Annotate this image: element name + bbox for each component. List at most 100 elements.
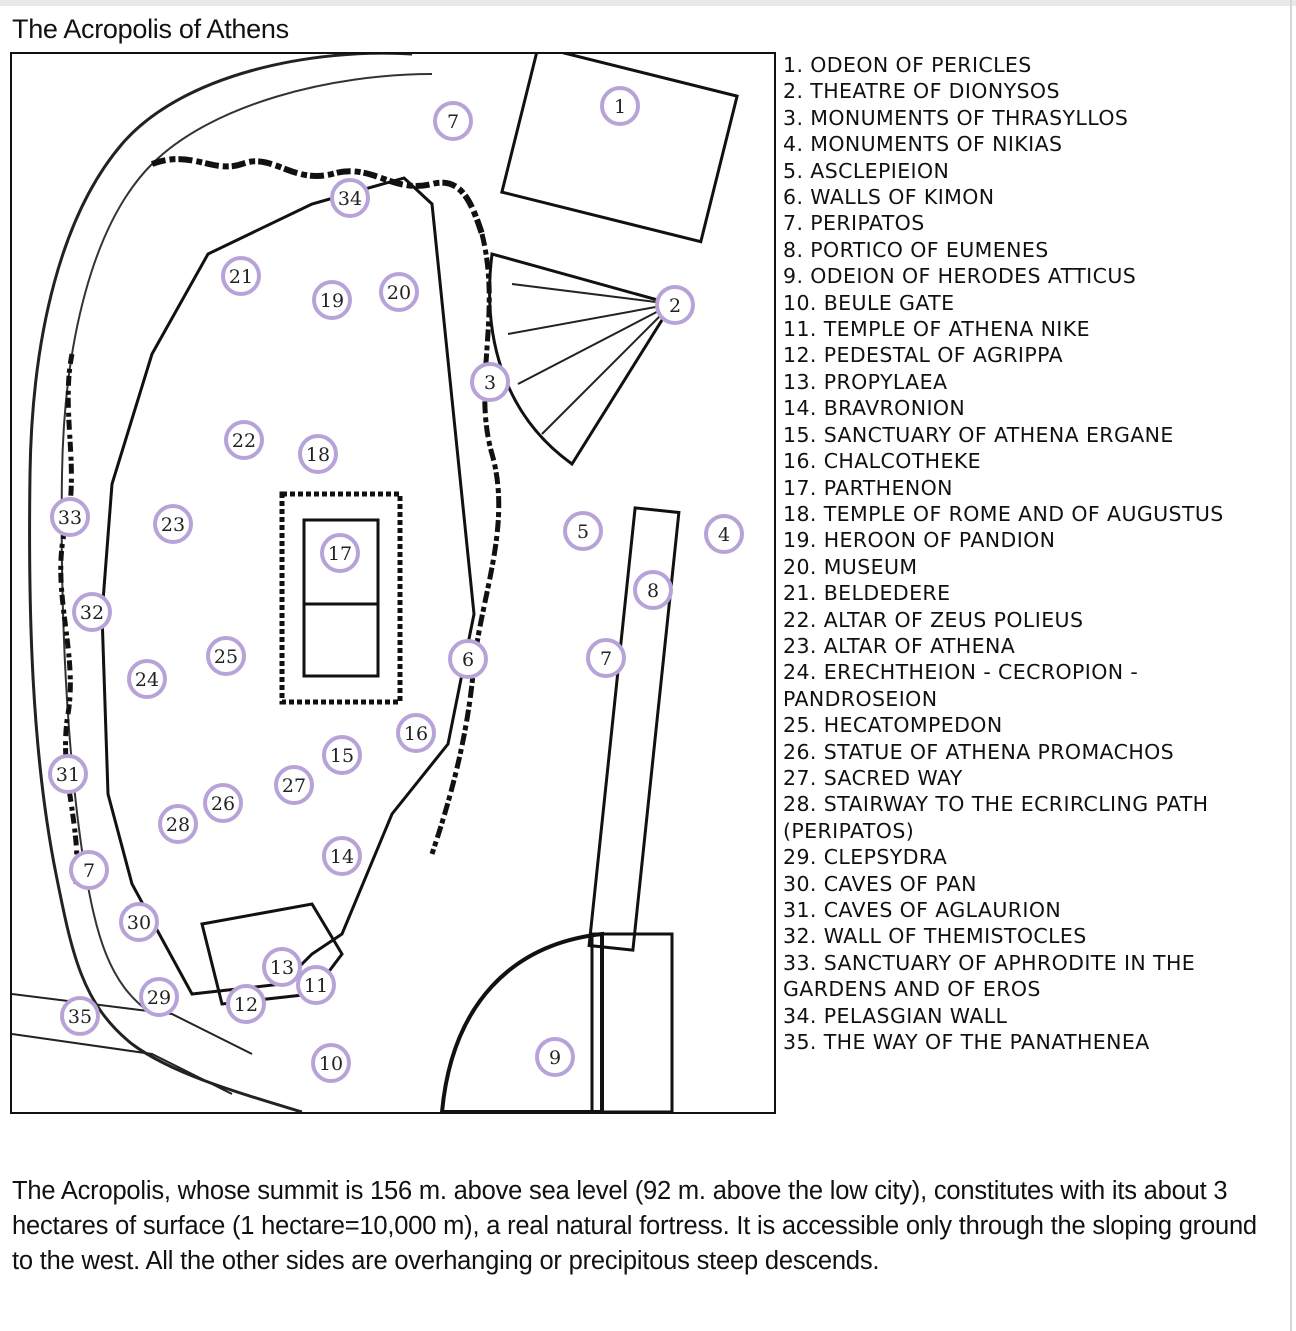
- map-marker-6[interactable]: 6: [448, 639, 488, 679]
- legend-item-8: 8. PORTICO OF EUMENES: [783, 237, 1049, 262]
- map-marker-label: 28: [166, 814, 190, 836]
- map-marker-19[interactable]: 19: [312, 280, 352, 320]
- map-marker-5[interactable]: 5: [563, 511, 603, 551]
- legend-item-25: 25. HECATOMPEDON: [783, 713, 1003, 738]
- map-marker-12[interactable]: 12: [226, 984, 266, 1024]
- acropolis-description: The Acropolis, whose summit is 156 m. ab…: [12, 1177, 1257, 1275]
- map-marker-label: 3: [484, 372, 496, 394]
- map-marker-28[interactable]: 28: [158, 804, 198, 844]
- portico-of-eumenes-colonnade: [587, 506, 681, 952]
- map-marker-23[interactable]: 23: [153, 504, 193, 544]
- map-marker-35[interactable]: 35: [60, 996, 100, 1036]
- map-marker-label: 26: [211, 793, 235, 815]
- map-marker-label: 24: [135, 669, 159, 691]
- legend-item-19: 19. HEROON OF PANDION: [783, 528, 1056, 553]
- map-marker-34[interactable]: 34: [330, 178, 370, 218]
- legend-item-11: 11. TEMPLE OF ATHENA NIKE: [783, 317, 1090, 342]
- map-marker-32[interactable]: 32: [72, 592, 112, 632]
- map-marker-22[interactable]: 22: [224, 420, 264, 460]
- legend-item-1: 1. ODEON OF PERICLES: [783, 53, 1032, 77]
- map-marker-label: 27: [282, 775, 306, 797]
- acropolis-plateau-wall: [100, 176, 476, 996]
- theatre-of-dionysos-rows: [507, 283, 673, 435]
- map-marker-27[interactable]: 27: [274, 765, 314, 805]
- map-marker-25[interactable]: 25: [206, 636, 246, 676]
- map-marker-4[interactable]: 4: [704, 514, 744, 554]
- legend-item-33: 33. SANCTUARY OF APHRODITE IN THE GARDEN…: [783, 950, 1196, 1002]
- map-marker-7-east[interactable]: 7: [586, 638, 626, 678]
- map-marker-label: 5: [577, 521, 589, 543]
- legend-item-20: 20. MUSEUM: [783, 554, 918, 579]
- map-marker-label: 6: [462, 649, 474, 671]
- map-marker-label: 1: [614, 96, 626, 118]
- map-marker-9[interactable]: 9: [535, 1037, 575, 1077]
- legend-item-16: 16. CHALCOTHEKE: [783, 449, 982, 474]
- map-marker-label: 23: [161, 514, 185, 536]
- map-marker-3[interactable]: 3: [470, 362, 510, 402]
- map-marker-15[interactable]: 15: [322, 735, 362, 775]
- map-marker-17[interactable]: 17: [320, 533, 360, 573]
- map-marker-7-west[interactable]: 7: [69, 850, 109, 890]
- map-marker-label: 16: [404, 723, 428, 745]
- legend-item-13: 13. PROPYLAEA: [783, 369, 948, 394]
- legend-item-21: 21. BELDEDERE: [783, 581, 951, 606]
- map-marker-24[interactable]: 24: [127, 659, 167, 699]
- map-marker-7-north[interactable]: 7: [433, 101, 473, 141]
- map-marker-18[interactable]: 18: [298, 434, 338, 474]
- map-marker-26[interactable]: 26: [203, 783, 243, 823]
- map-marker-label: 7: [447, 111, 459, 133]
- map-marker-16[interactable]: 16: [396, 713, 436, 753]
- map-marker-label: 18: [306, 444, 330, 466]
- map-marker-1[interactable]: 1: [600, 86, 640, 126]
- map-marker-31[interactable]: 31: [48, 754, 88, 794]
- map-marker-label: 30: [127, 912, 151, 934]
- map-marker-13[interactable]: 13: [262, 947, 302, 987]
- map-marker-20[interactable]: 20: [379, 272, 419, 312]
- legend-item-12: 12. PEDESTAL OF AGRIPPA: [783, 343, 1063, 368]
- legend-item-22: 22. ALTAR OF ZEUS POLIEUS: [783, 607, 1084, 632]
- map-marker-label: 33: [58, 507, 82, 529]
- legend-item-31: 31. CAVES OF AGLAURION: [783, 898, 1062, 922]
- acropolis-map: 1 2 3 4 5 6 7 7 7 8 9 10 11 12 13 14 15 …: [10, 52, 776, 1114]
- map-marker-8[interactable]: 8: [633, 570, 673, 610]
- page-title: The Acropolis of Athens: [12, 14, 289, 44]
- map-marker-30[interactable]: 30: [119, 902, 159, 942]
- legend-item-14: 14. BRAVRONION: [783, 396, 966, 421]
- legend-item-24: 24. ERECHTHEION - CECROPION - PANDROSEIO…: [783, 660, 1139, 711]
- map-marker-2[interactable]: 2: [655, 285, 695, 325]
- map-marker-label: 22: [232, 430, 256, 452]
- legend-item-17: 17. PARTHENON: [783, 475, 953, 500]
- odeion-of-herodes-atticus-cavea: [439, 931, 604, 1112]
- legend-item-23: 23. ALTAR OF ATHENA: [783, 633, 1016, 658]
- map-marker-label: 20: [387, 282, 411, 304]
- top-border: [0, 0, 1296, 6]
- west-cliff-rocks: [58, 353, 80, 885]
- map-marker-label: 35: [68, 1006, 92, 1028]
- map-marker-11[interactable]: 11: [296, 965, 336, 1005]
- legend-item-10: 10. BEULE GATE: [783, 290, 955, 315]
- map-marker-label: 12: [234, 994, 258, 1016]
- legend-item-5: 5. ASCLEPIEION: [783, 158, 950, 183]
- map-marker-label: 21: [229, 266, 253, 288]
- map-marker-label: 14: [330, 846, 354, 868]
- map-marker-10[interactable]: 10: [311, 1043, 351, 1083]
- map-marker-14[interactable]: 14: [322, 836, 362, 876]
- map-marker-21[interactable]: 21: [221, 256, 261, 296]
- legend-item-6: 6. WALLS OF KIMON: [783, 185, 995, 210]
- map-marker-label: 4: [718, 524, 730, 546]
- map-marker-label: 11: [304, 975, 328, 997]
- odeon-of-pericles-hall: [500, 54, 739, 244]
- legend-item-35: 35. THE WAY OF THE PANATHENEA: [783, 1030, 1150, 1055]
- acropolis-map-drawing: 1 2 3 4 5 6 7 7 7 8 9 10 11 12 13 14 15 …: [12, 54, 744, 1112]
- map-marker-label: 8: [647, 580, 659, 602]
- legend-item-32: 32. WALL OF THEMISTOCLES: [783, 924, 1087, 949]
- map-marker-label: 19: [320, 290, 344, 312]
- map-marker-label: 9: [549, 1047, 561, 1069]
- legend-item-15: 15. SANCTUARY OF ATHENA ERGANE: [783, 422, 1174, 447]
- map-marker-29[interactable]: 29: [139, 977, 179, 1017]
- north-cliff-rocks: [150, 156, 485, 235]
- map-marker-label: 2: [669, 295, 681, 317]
- map-marker-label: 25: [214, 646, 238, 668]
- map-marker-33[interactable]: 33: [50, 497, 90, 537]
- legend-item-30: 30. CAVES OF PAN: [783, 871, 977, 896]
